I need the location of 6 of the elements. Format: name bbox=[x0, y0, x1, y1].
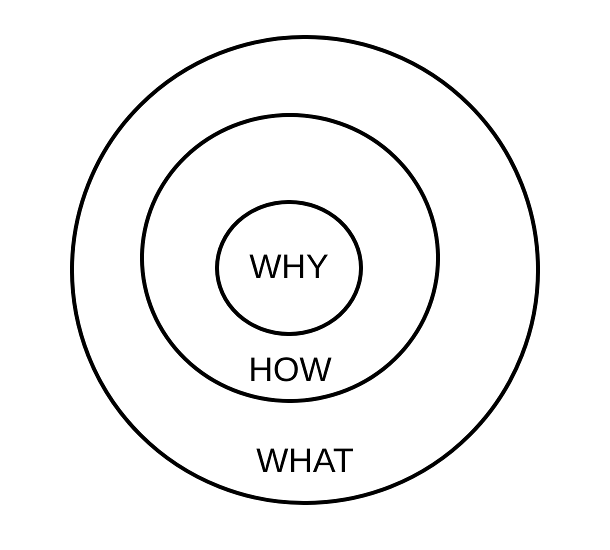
circle-ring bbox=[140, 113, 440, 403]
circle-ring bbox=[70, 35, 540, 505]
ring-label: WHY bbox=[249, 248, 329, 286]
ring-label: WHAT bbox=[256, 442, 354, 480]
ring-label: HOW bbox=[248, 351, 332, 389]
circle-ring bbox=[215, 200, 363, 336]
